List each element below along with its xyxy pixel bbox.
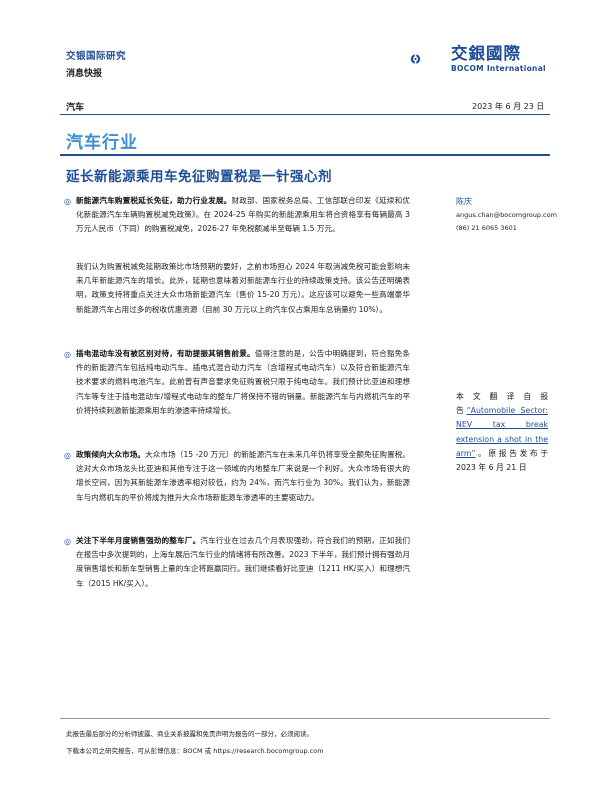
bullet-icon: ◎ bbox=[64, 350, 71, 359]
paragraph-lead: 政策倾向大众市场。 bbox=[76, 450, 146, 459]
logo-chinese-text: 交銀國際 bbox=[451, 44, 521, 63]
logo-english-text: BOCOM International bbox=[451, 64, 546, 73]
download-notice: 下载本公司之研究报告，可从彭博信息：BOCM 或 https://researc… bbox=[66, 747, 324, 755]
paragraph-5: 关注下半年月度销售强劲的整车厂。汽车行业在过去几个月表现强劲，符合我们的预期，正… bbox=[76, 534, 410, 591]
paragraph-lead: 关注下半年月度销售强劲的整车厂。 bbox=[76, 536, 201, 545]
analyst-name: 陈庆 bbox=[456, 197, 472, 206]
bocom-logo-icon bbox=[410, 54, 421, 64]
sector-label: 汽车 bbox=[66, 103, 85, 113]
paragraph-lead: 插电混动车没有被区别对待，有助提振其销售前景。 bbox=[76, 349, 255, 358]
bullet-icon: ◎ bbox=[64, 451, 71, 460]
paragraph-4: 政策倾向大众市场。大众市场（15 -20 万元）的新能源汽车在未来几年仍将享受全… bbox=[76, 448, 410, 505]
brand-name: 交银国际研究 bbox=[66, 51, 127, 62]
translation-note: 本文翻译自报告“Automobile Sector: NEV tax break… bbox=[456, 390, 548, 475]
header-divider bbox=[60, 114, 550, 115]
analyst-phone: (86) 21 6065 3601 bbox=[456, 224, 517, 232]
paragraph-text: 汽车行业在过去几个月表现强劲，符合我们的预期，正如我们在报告中多次提到的，上海车… bbox=[76, 536, 410, 588]
translation-note-suffix: 。原报告发布于 2023 年 6 月 21 日 bbox=[456, 448, 548, 473]
headline: 延长新能源乘用车免征购置税是一针强心剂 bbox=[66, 169, 332, 185]
translation-note-prefix: 本文翻译自报告 bbox=[456, 392, 548, 416]
paragraph-3: 插电混动车没有被区别对待，有助提振其销售前景。值得注意的是，公告中明确提到，符合… bbox=[76, 347, 410, 418]
paragraph-1: 新能源汽车购置税延长免征，助力行业发展。财政部、国家税务总局、工信部联合印发《延… bbox=[76, 194, 410, 237]
title-divider bbox=[60, 154, 550, 156]
report-type: 消息快报 bbox=[66, 69, 103, 79]
footer-divider bbox=[60, 718, 550, 719]
paragraph-text: 值得注意的是，公告中明确提到，符合豁免条件的新能源汽车包括纯电动汽车、插电式混合… bbox=[76, 349, 411, 415]
paragraph-2: 我们认为购置税减免延期政策比市场预期的要好，之前市场担心 2024 年取消减免税… bbox=[76, 260, 410, 317]
sector-title: 汽车行业 bbox=[66, 133, 138, 153]
bullet-icon: ◎ bbox=[64, 197, 71, 206]
disclaimer-notice: 此报告最后部分的分析师披露、商业关系披露和免责声明为报告的一部分，必须阅读。 bbox=[66, 730, 313, 738]
paragraph-text: 财政部、国家税务总局、工信部联合印发《延续和优化新能源汽车车辆购置税减免政策》。… bbox=[76, 196, 411, 234]
paragraph-text: 我们认为购置税减免延期政策比市场预期的要好，之前市场担心 2024 年取消减免税… bbox=[76, 262, 410, 314]
paragraph-lead: 新能源汽车购置税延长免征，助力行业发展。 bbox=[76, 196, 232, 205]
original-report-link[interactable]: “Automobile Sector: NEV tax break extens… bbox=[456, 406, 549, 458]
report-date: 2023 年 6 月 23 日 bbox=[472, 102, 545, 111]
analyst-email[interactable]: angus.chan@bocomgroup.com bbox=[456, 211, 557, 219]
bullet-icon: ◎ bbox=[64, 537, 71, 546]
paragraph-text: 大众市场（15 -20 万元）的新能源汽车在未来几年仍将享受全额免征购置税。这对… bbox=[76, 450, 411, 502]
